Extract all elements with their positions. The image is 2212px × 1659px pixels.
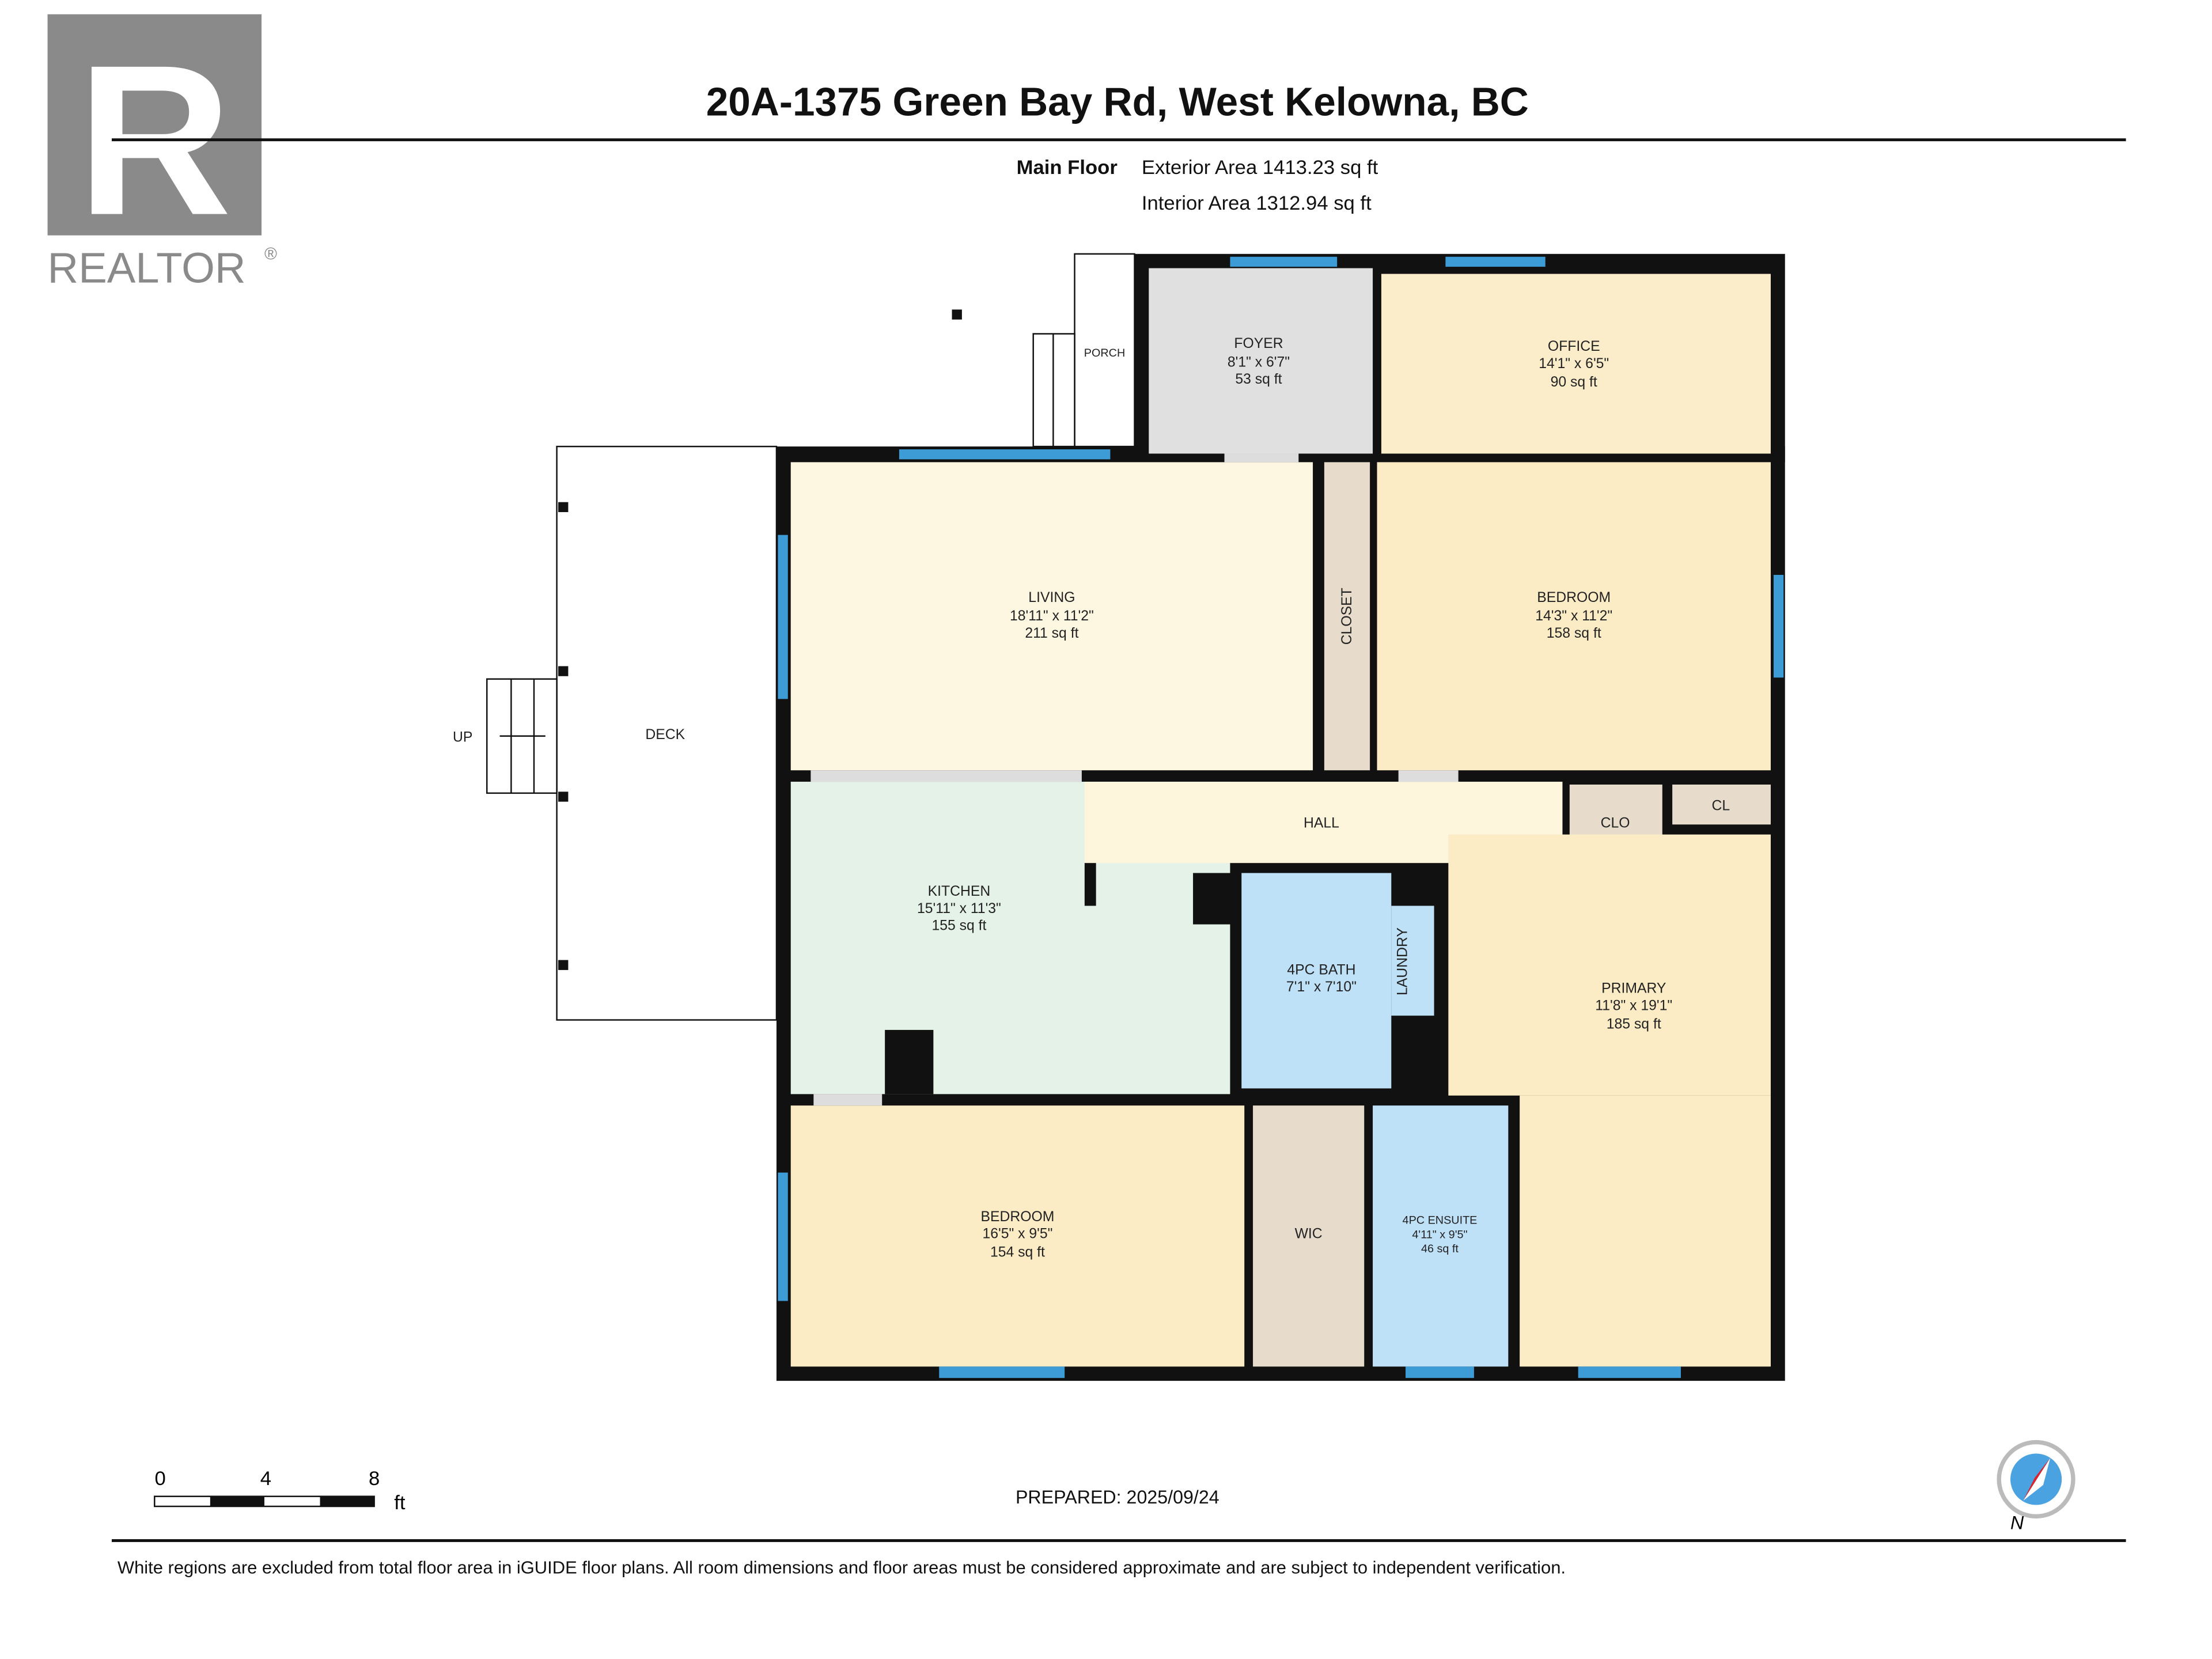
svg-text:4: 4 [260,1468,271,1490]
room-closet [1324,462,1370,771]
svg-text:ft: ft [394,1492,406,1514]
bath-dims: 7'1" x 7'10" [1286,979,1357,995]
room-office [1381,274,1771,454]
bedroom2-area: 154 sq ft [990,1245,1045,1260]
ensuite-area: 46 sq ft [1421,1243,1459,1255]
porch-label: PORCH [1084,347,1126,359]
footer-divider [111,1539,2126,1542]
compass-icon: N [1997,1440,2075,1533]
room-bedroom-2 [790,1105,1245,1367]
prepared-date: PREPARED: 2025/09/24 [1016,1487,1219,1508]
foyer-dims: 8'1" x 6'7" [1228,354,1290,370]
up-label: UP [453,730,472,745]
bedroom2-dims: 16'5" x 9'5" [982,1226,1052,1241]
primary-name: PRIMARY [1601,981,1666,997]
deck-label: DECK [645,727,685,743]
foyer-area: 53 sq ft [1235,372,1282,387]
foyer-name: FOYER [1234,336,1283,351]
cl-label: CL [1711,798,1730,814]
room-cl [1672,784,1771,825]
svg-text:®: ® [264,245,277,264]
kitchen-name: KITCHEN [928,884,991,899]
kitchen-area: 155 sq ft [931,918,986,934]
primary-dims: 11'8" x 19'1" [1595,998,1672,1013]
svg-text:REALTOR: REALTOR [48,244,246,291]
room-laundry [1391,906,1434,1016]
room-living [790,462,1313,771]
room-wic [1253,1105,1365,1367]
closet-label: CLOSET [1339,588,1355,645]
compass-north-label: N [2010,1513,2024,1533]
hall-label: HALL [1304,815,1339,831]
svg-text:8: 8 [369,1468,380,1490]
disclaimer: White regions are excluded from total fl… [118,1557,1566,1577]
bedroom1-dims: 14'3" x 11'2" [1535,608,1612,624]
svg-text:0: 0 [155,1468,166,1490]
room-primary [1448,834,1771,1096]
room-foyer [1149,268,1373,454]
clo-label: CLO [1601,815,1630,831]
room-bedroom-1 [1377,462,1771,771]
scale-bar: 0 4 8 ft [154,1468,406,1514]
realtor-logo: R REALTOR ® [47,14,277,291]
exterior-area: Exterior Area 1413.23 sq ft [1142,157,1378,179]
ensuite-name: 4PC ENSUITE [1403,1214,1478,1227]
bedroom2-name: BEDROOM [981,1209,1055,1225]
room-ensuite [1373,1105,1509,1367]
bath-name: 4PC BATH [1287,962,1355,978]
title-divider [111,138,2126,142]
kitchen-dims: 15'11" x 11'3" [917,901,1001,916]
living-name: LIVING [1028,590,1075,605]
page-title: 20A-1375 Green Bay Rd, West Kelowna, BC [706,79,1529,124]
office-area: 90 sq ft [1551,374,1597,390]
office-name: OFFICE [1548,339,1600,354]
living-area: 211 sq ft [1025,626,1078,641]
primary-area: 185 sq ft [1607,1016,1661,1032]
interior-area: Interior Area 1312.94 sq ft [1142,192,1372,214]
laundry-label: LAUNDRY [1395,927,1411,995]
floor-plan [486,253,1785,1381]
porch [1074,253,1135,448]
living-dims: 18'11" x 11'2" [1010,608,1094,624]
bedroom1-area: 158 sq ft [1547,626,1601,641]
ensuite-dims: 4'11" x 9'5" [1412,1228,1467,1241]
deck [556,445,778,1021]
office-dims: 14'1" x 6'5" [1539,356,1609,372]
wic-label: WIC [1295,1226,1323,1241]
floor-label: Main Floor [1017,157,1118,179]
room-bath [1241,873,1392,1089]
bedroom1-name: BEDROOM [1537,590,1611,605]
